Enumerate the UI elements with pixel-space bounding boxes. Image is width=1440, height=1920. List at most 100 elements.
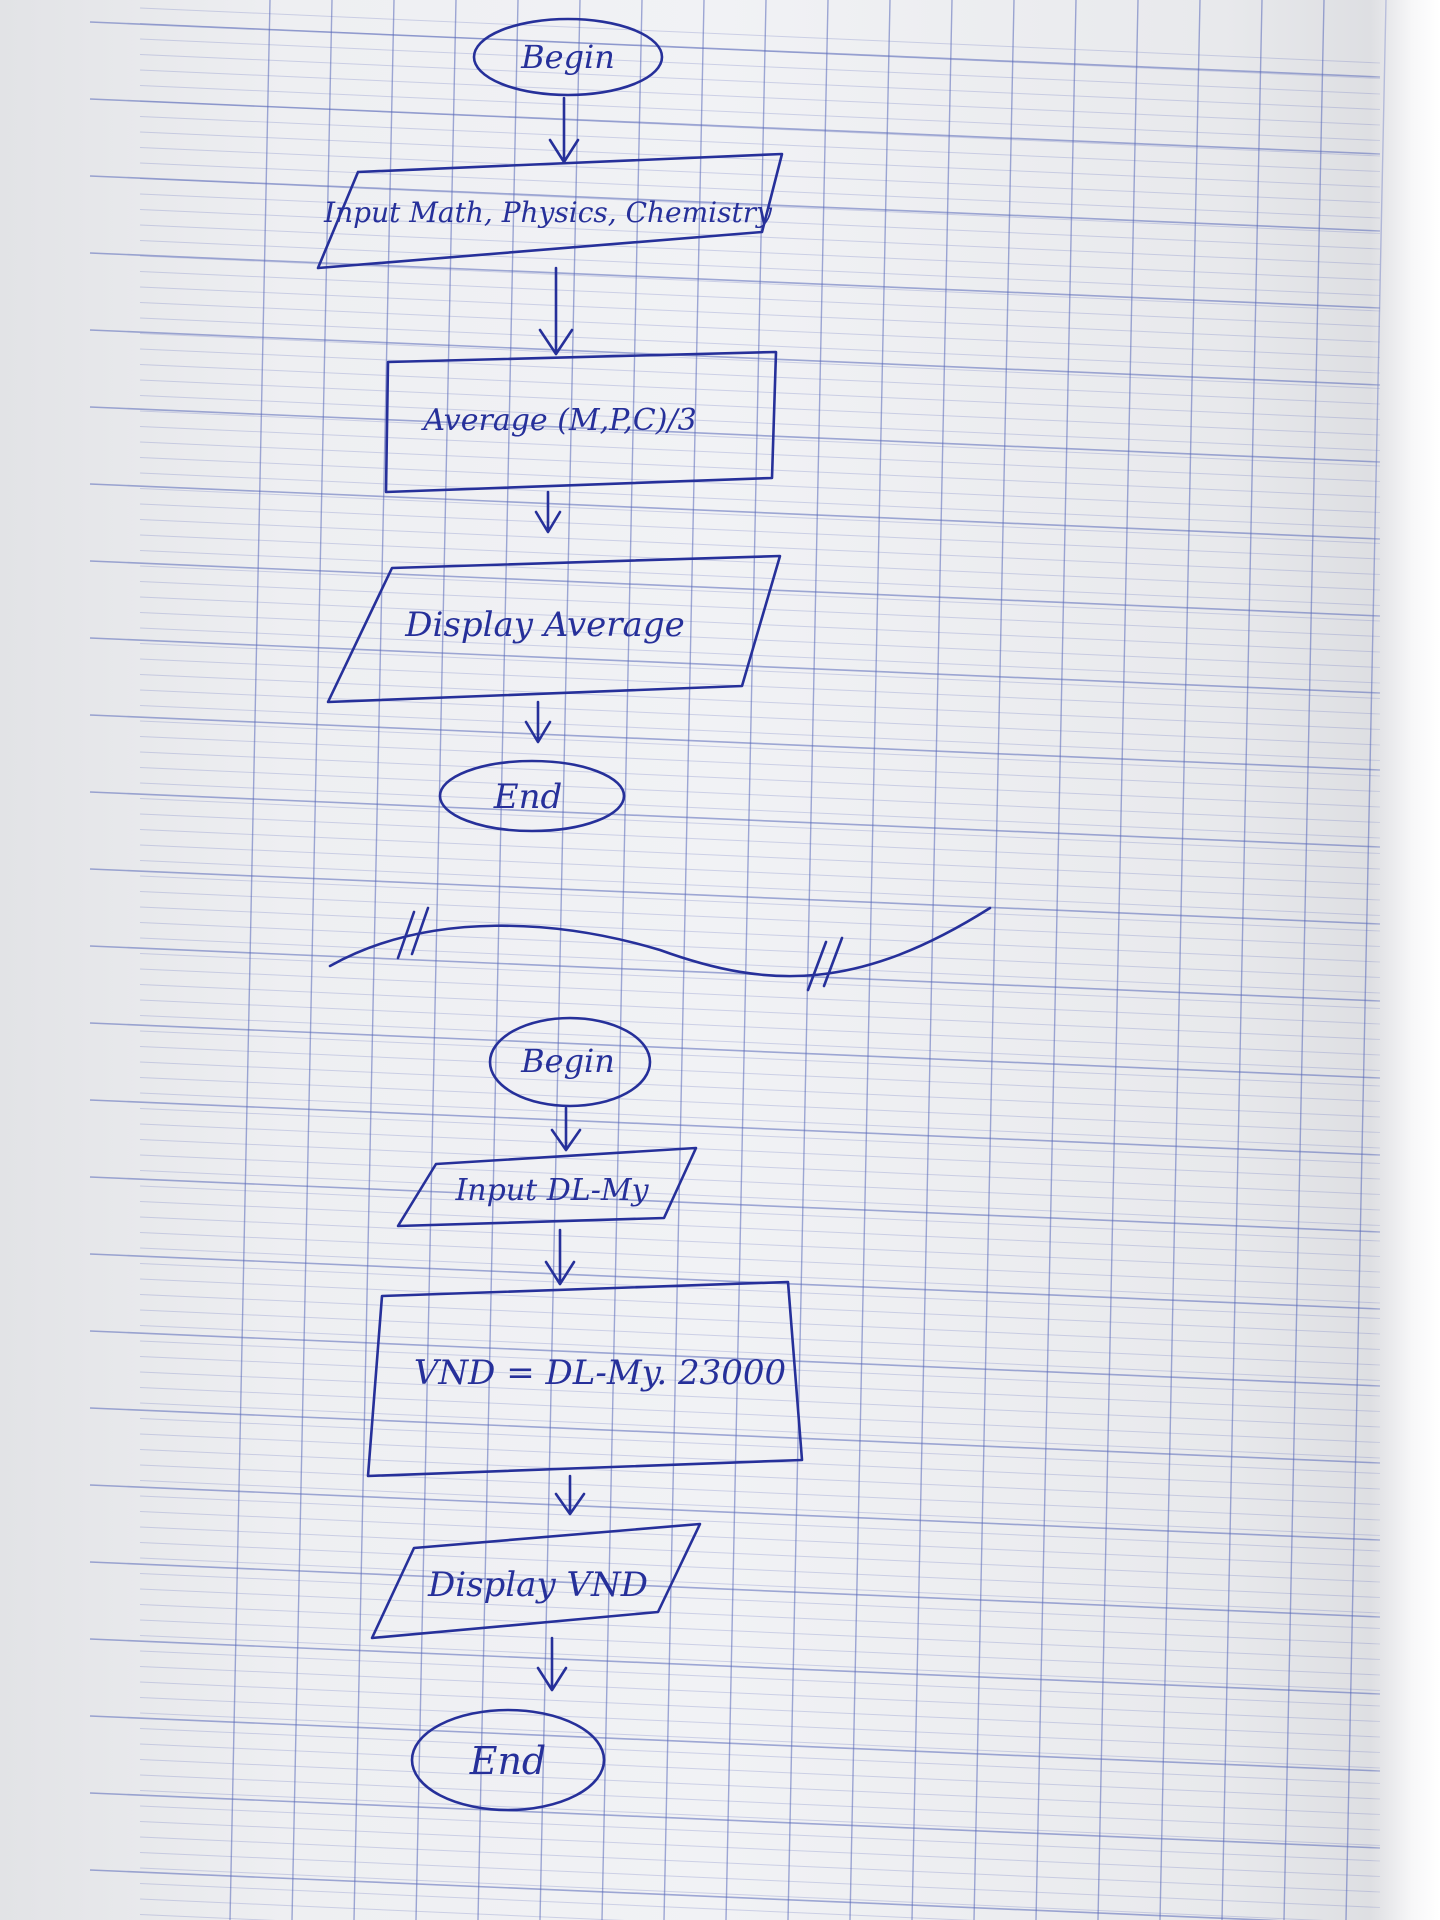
grid-fine-line: [139, 1805, 1381, 1862]
grid-fine-line: [139, 503, 1381, 560]
grid-fine-line: [139, 1511, 1381, 1567]
grid-fine-line: [139, 860, 1381, 916]
grid-fine-line: [139, 1588, 1381, 1645]
grid-vertical-line: [229, 0, 271, 1920]
grid-major-line: [89, 714, 1381, 771]
grid-fine-line: [139, 736, 1381, 792]
grid-major-line: [89, 945, 1381, 1002]
grid-major-line: [89, 175, 1381, 232]
grid-fine-line: [139, 1883, 975, 1920]
grid-fine-line: [139, 953, 1381, 1009]
grid-fine-line: [139, 550, 1381, 606]
grid-fine-line: [139, 1743, 1381, 1800]
arrow-2: [538, 266, 574, 356]
grid-fine-line: [139, 984, 1381, 1040]
grid-major-line: [89, 637, 1381, 694]
grid-fine-line: [139, 472, 1381, 529]
section-separator: [328, 906, 992, 992]
grid-fine-line: [139, 643, 1381, 699]
grid-fine-line: [139, 69, 1381, 126]
grid-fine-line: [139, 891, 1381, 947]
grid-fine-line: [139, 1092, 1381, 1149]
grid-vertical-line: [1283, 0, 1325, 1920]
arrow-5: [550, 1106, 582, 1152]
input-parallelogram-2: [396, 1146, 698, 1228]
grid-fine-line: [139, 1340, 1381, 1397]
grid-fine-line: [139, 705, 1381, 761]
grid-fine-line: [139, 410, 1381, 467]
arrow-6: [544, 1228, 576, 1286]
grid-fine-line: [139, 488, 1381, 544]
output-parallelogram-2: [370, 1522, 702, 1640]
grid-fine-line: [139, 1449, 1381, 1505]
grid-fine-line: [139, 906, 1381, 963]
grid-fine-line: [139, 38, 1381, 95]
grid-major-line: [89, 252, 1381, 309]
grid-fine-line: [139, 441, 1381, 498]
end-terminal-1: [438, 759, 626, 833]
grid-fine-line: [139, 1697, 1381, 1753]
grid-fine-line: [139, 1650, 1381, 1707]
grid-fine-line: [139, 627, 1381, 684]
grid-vertical-line: [973, 0, 1015, 1920]
grid-fine-line: [139, 968, 1381, 1025]
grid-fine-line: [139, 1278, 1381, 1335]
grid-fine-line: [139, 457, 1381, 513]
grid-vertical-line: [477, 0, 519, 1920]
grid-fine-line: [139, 1557, 1381, 1614]
arrow-7: [554, 1474, 586, 1516]
grid-fine-line: [139, 612, 1381, 668]
grid-major-line: [89, 1022, 1381, 1079]
grid-fine-line: [139, 798, 1381, 854]
grid-fine-line: [139, 1774, 1381, 1831]
grid-fine-line: [139, 937, 1381, 994]
grid-fine-line: [139, 565, 1381, 622]
grid-fine-line: [139, 767, 1381, 823]
grid-fine-line: [139, 1061, 1381, 1118]
grid-fine-line: [139, 782, 1381, 839]
grid-fine-line: [139, 922, 1381, 978]
grid-vertical-line: [911, 0, 953, 1920]
input-parallelogram-1: [316, 152, 784, 270]
process-label-2: VND = DL-My. 23000: [414, 1353, 786, 1393]
grid-fine-line: [139, 1573, 1381, 1629]
grid-fine-line: [139, 813, 1381, 870]
grid-fine-line: [139, 224, 1381, 281]
grid-fine-line: [139, 1867, 1324, 1920]
grid-fine-line: [139, 348, 1381, 405]
grid-major-line: [89, 868, 1381, 925]
grid-fine-line: [139, 1852, 1381, 1908]
grid-fine-line: [139, 1046, 1381, 1102]
grid-fine-line: [139, 1154, 1381, 1211]
flowchart-1: Begin Input Math, Physics, Chemistry Ave…: [316, 17, 784, 833]
grid-fine-line: [139, 333, 1381, 389]
grid-fine-line: [139, 1898, 625, 1920]
grid-fine-line: [139, 1418, 1381, 1474]
grid-vertical-line: [663, 0, 705, 1920]
input-label-2: Input DL-My: [454, 1173, 649, 1208]
grid-fine-line: [139, 689, 1381, 746]
grid-major-line: [89, 1099, 1381, 1156]
grid-fine-line: [139, 1015, 1381, 1071]
grid-fine-line: [139, 844, 1381, 901]
grid-fine-line: [139, 317, 1381, 374]
grid-major-line: [89, 483, 1381, 540]
end-label-2: End: [469, 1739, 547, 1783]
grid-fine-line: [139, 1728, 1381, 1784]
grid-fine-line: [139, 1402, 1381, 1459]
flowchart-2: Begin Input DL-My VND = DL-My. 23000 Dis…: [366, 1016, 804, 1812]
grid-vertical-line: [787, 0, 829, 1920]
grid-vertical-line: [1097, 0, 1139, 1920]
grid-fine-line: [139, 1309, 1381, 1366]
process-label-1: Average (M,P,C)/3: [420, 403, 696, 438]
end-label-1: End: [493, 777, 562, 817]
grid-fine-line: [139, 54, 1381, 110]
grid-major-line: [89, 21, 1381, 78]
grid-fine-line: [139, 1790, 1381, 1846]
grid-fine-line: [139, 1604, 1381, 1660]
process-box-1: [384, 350, 778, 494]
grid-fine-line: [139, 875, 1381, 932]
page-edge: [1370, 0, 1440, 1920]
grid-fine-line: [139, 379, 1381, 436]
